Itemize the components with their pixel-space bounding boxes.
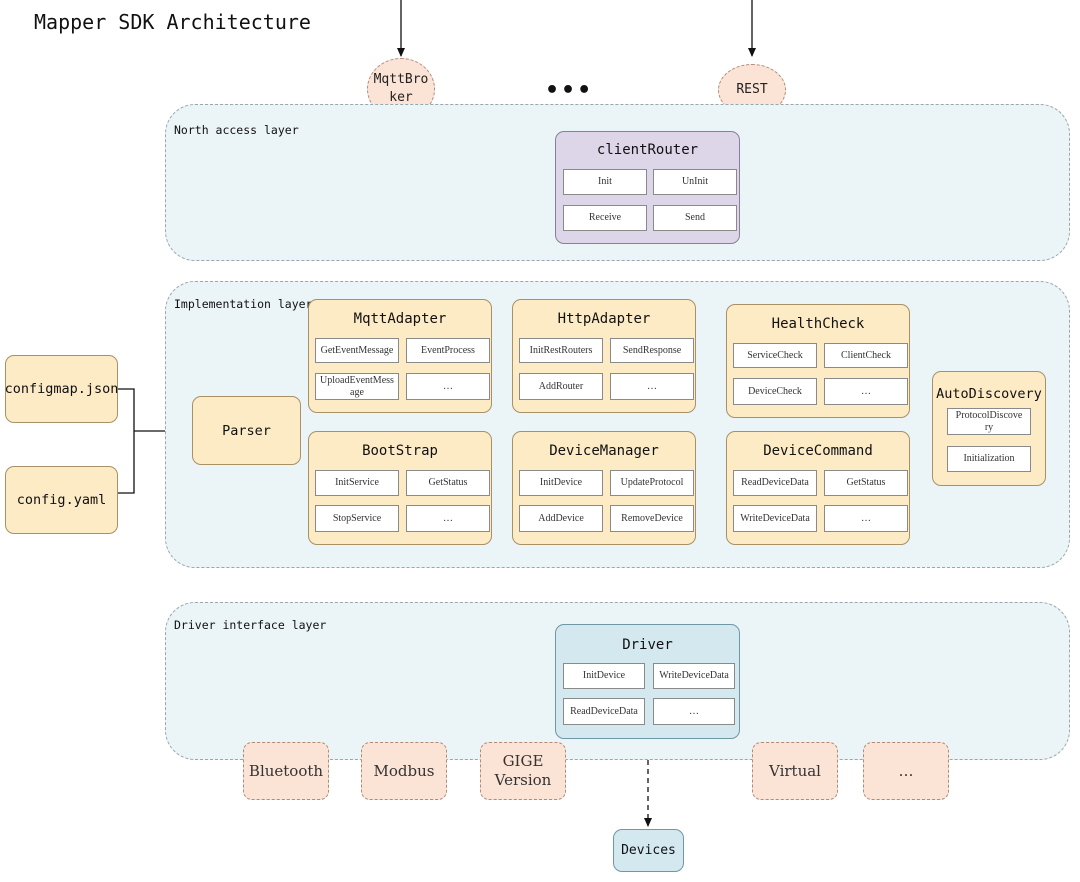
diagram-title: Mapper SDK Architecture: [34, 10, 311, 34]
fn-stop-service: StopService: [315, 505, 399, 532]
module-title: DeviceCommand: [763, 443, 873, 459]
fn-protocol-discovery: ProtocolDiscove ry: [947, 408, 1031, 435]
fn-more: …: [824, 378, 908, 405]
configmap-json-file: configmap.json: [5, 355, 118, 423]
fn-init-service: InitService: [315, 470, 399, 496]
module-title: HttpAdapter: [557, 311, 651, 327]
protocol-more: …: [863, 742, 949, 800]
protocol-modbus: Modbus: [361, 742, 447, 800]
fn-send-response: SendResponse: [610, 338, 694, 363]
fn-read-device-data: ReadDeviceData: [563, 698, 645, 725]
fn-client-check: ClientCheck: [824, 343, 908, 368]
driver-module: Driver InitDevice WriteDeviceData ReadDe…: [555, 624, 740, 739]
fn-more: …: [824, 505, 908, 532]
fn-device-check: DeviceCheck: [733, 378, 817, 405]
health-check-module: HealthCheck ServiceCheck ClientCheck Dev…: [726, 304, 910, 418]
fn-initialization: Initialization: [947, 446, 1031, 472]
auto-discovery-module: AutoDiscovery ProtocolDiscove ry Initial…: [932, 371, 1046, 486]
ellipsis-indicator: •••: [545, 78, 594, 103]
fn-more: …: [406, 373, 490, 400]
client-router-module: clientRouter Init UnInit Receive Send: [555, 131, 740, 244]
config-yaml-connector: [118, 431, 135, 494]
protocol-gige-version: GIGE Version: [480, 742, 566, 800]
module-title: Driver: [622, 637, 673, 653]
fn-read-device-data: ReadDeviceData: [733, 470, 817, 496]
protocol-virtual: Virtual: [752, 742, 838, 800]
fn-get-event-message: GetEventMessage: [315, 338, 399, 363]
fn-send: Send: [653, 205, 737, 231]
fn-add-device: AddDevice: [519, 505, 603, 532]
fn-service-check: ServiceCheck: [733, 343, 817, 368]
fn-get-status: GetStatus: [824, 470, 908, 496]
fn-remove-device: RemoveDevice: [610, 505, 694, 532]
device-manager-module: DeviceManager InitDevice UpdateProtocol …: [512, 431, 696, 545]
module-title: DeviceManager: [549, 443, 659, 459]
module-title: BootStrap: [362, 443, 438, 459]
protocol-bluetooth: Bluetooth: [243, 742, 329, 800]
boot-strap-module: BootStrap InitService GetStatus StopServ…: [308, 431, 492, 545]
fn-write-device-data: WriteDeviceData: [653, 663, 735, 689]
fn-update-protocol: UpdateProtocol: [610, 470, 694, 496]
module-title: MqttAdapter: [353, 311, 447, 327]
fn-init-device: InitDevice: [519, 470, 603, 496]
fn-init-device: InitDevice: [563, 663, 645, 689]
implementation-layer-label: Implementation layer: [174, 297, 313, 311]
config-yaml-file: config.yaml: [5, 466, 118, 534]
fn-more: …: [406, 505, 490, 532]
fn-uninit: UnInit: [653, 169, 737, 195]
fn-init-rest-routers: InitRestRouters: [519, 338, 603, 363]
module-title: HealthCheck: [771, 316, 865, 332]
parser-module: Parser: [192, 396, 301, 465]
device-command-module: DeviceCommand ReadDeviceData GetStatus W…: [726, 431, 910, 545]
fn-event-process: EventProcess: [406, 338, 490, 363]
fn-add-router: AddRouter: [519, 373, 603, 400]
module-title: clientRouter: [596, 142, 699, 158]
fn-init: Init: [563, 169, 647, 195]
module-title: AutoDiscovery: [936, 386, 1042, 402]
north-layer-label: North access layer: [174, 123, 299, 137]
fn-more: …: [610, 373, 694, 400]
fn-receive: Receive: [563, 205, 647, 231]
http-adapter-module: HttpAdapter InitRestRouters SendResponse…: [512, 299, 696, 413]
mqtt-adapter-module: MqttAdapter GetEventMessage EventProcess…: [308, 299, 492, 413]
fn-write-device-data: WriteDeviceData: [733, 505, 817, 532]
fn-more: …: [653, 698, 735, 725]
fn-get-status: GetStatus: [406, 470, 490, 496]
fn-upload-event-message: UploadEventMess age: [315, 373, 399, 400]
configmap-connector: [118, 388, 135, 431]
driver-layer-label: Driver interface layer: [174, 618, 327, 632]
devices-node: Devices: [613, 829, 684, 872]
